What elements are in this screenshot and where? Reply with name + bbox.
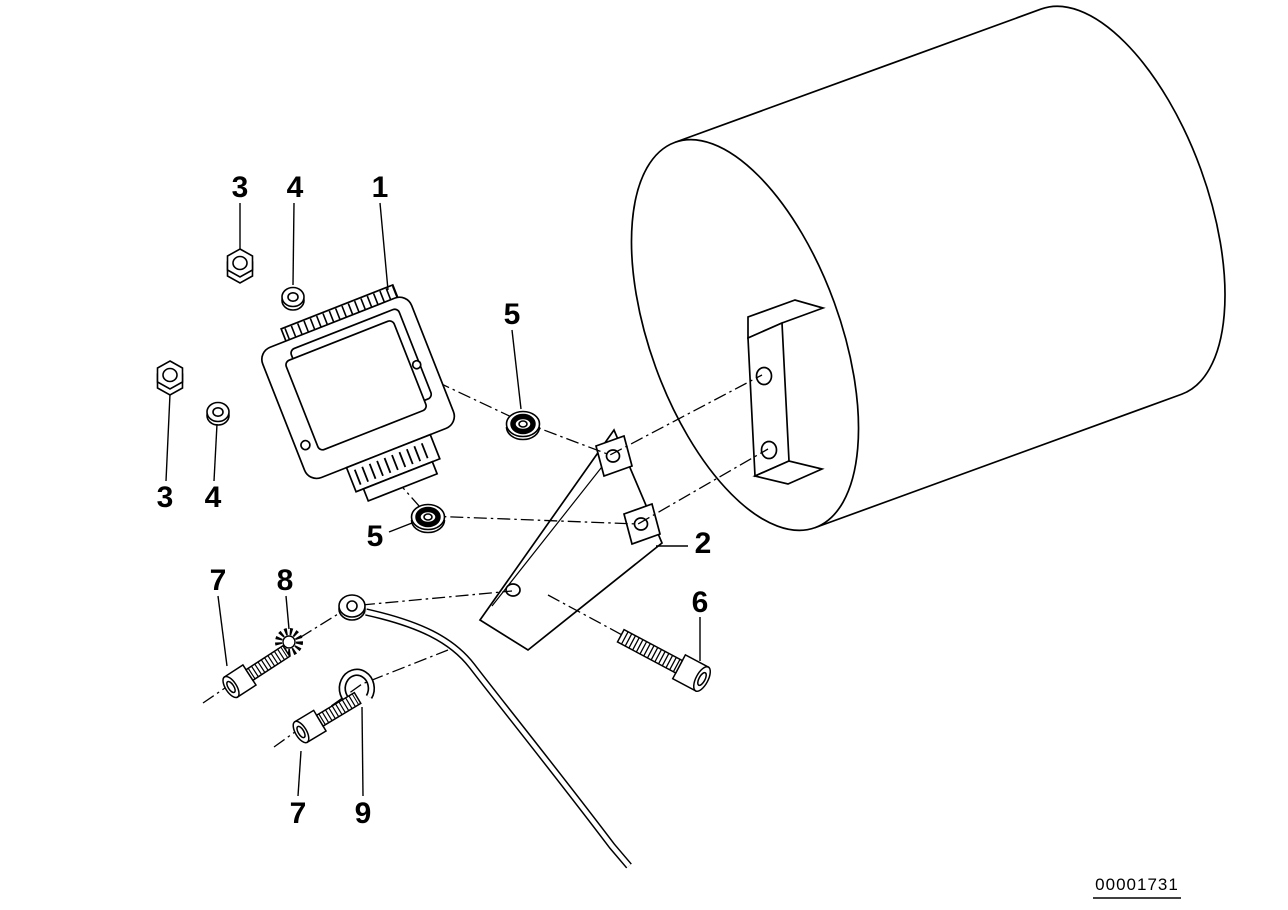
cylinder-body	[630, 5, 1226, 532]
screw-short-lower	[292, 691, 362, 744]
module-boss	[411, 359, 422, 370]
ignition-control-module	[261, 283, 456, 503]
callout-5-upper: 5	[504, 298, 521, 331]
callout-2: 2	[695, 527, 712, 560]
callout-7-upper: 7	[210, 564, 227, 597]
bracket-bottom-hole	[505, 583, 521, 597]
hex-nut-left	[156, 360, 184, 396]
ring-terminal	[338, 594, 366, 621]
module-connector-lip	[362, 460, 439, 503]
doc-number: 00001731	[1095, 875, 1179, 894]
screw-long	[616, 628, 712, 692]
callout-5-lower: 5	[367, 520, 384, 553]
callout-3-top: 3	[232, 171, 249, 204]
bracket-hole-top	[755, 366, 773, 386]
callout-1: 1	[372, 171, 389, 204]
callout-4-left: 4	[205, 481, 222, 514]
rubber-grommet-lower	[410, 503, 446, 534]
hex-nut-top	[226, 248, 254, 284]
leader-lines	[165, 202, 701, 797]
module-mount-hole-left	[300, 439, 311, 451]
rubber-grommet-upper	[505, 410, 541, 441]
cylinder-mount-bracket	[747, 299, 826, 485]
callout-7-lower: 7	[290, 797, 307, 830]
callout-3-left: 3	[157, 481, 174, 514]
bracket-hole-bottom	[760, 440, 778, 460]
module-mounting-bracket	[478, 428, 664, 652]
module-connector-pins	[353, 441, 433, 485]
callout-labels: 3 4 1 5 3 4 5 2 7 8 6 7 9	[157, 171, 712, 830]
callout-4-top: 4	[287, 171, 304, 204]
washer-top	[281, 286, 305, 311]
callout-8: 8	[277, 564, 294, 597]
ground-cable	[338, 594, 632, 869]
doc-number-block: 00001731	[1093, 875, 1181, 899]
module-body-front	[285, 320, 427, 451]
screw-short-upper	[222, 644, 291, 699]
callout-9: 9	[355, 797, 372, 830]
bracket-tab-1-hole	[605, 449, 621, 463]
callout-6: 6	[692, 586, 709, 619]
washer-left	[206, 401, 230, 426]
cable-clip	[338, 668, 376, 707]
